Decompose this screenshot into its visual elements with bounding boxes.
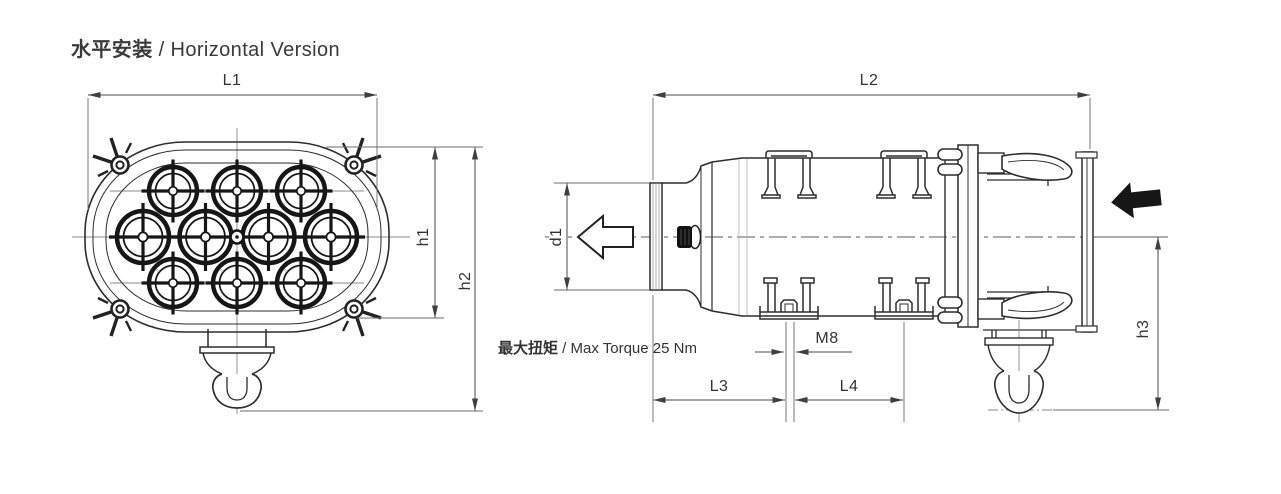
dim-label-h2: h2 xyxy=(457,269,474,293)
outlet-port xyxy=(649,161,713,312)
dim-label-l2: L2 xyxy=(857,72,881,89)
dim-label-l3: L3 xyxy=(707,378,731,395)
page-title-en: / Horizontal Version xyxy=(152,39,340,61)
max-torque-note: 最大扭矩 / Max Torque 25 Nm xyxy=(498,340,697,357)
service-indicator-knob xyxy=(677,224,702,250)
dim-label-d1: d1 xyxy=(548,225,565,249)
m8-stud-1 xyxy=(780,299,798,312)
corner-clamp-bottom-left xyxy=(91,296,133,338)
front-view-drawing xyxy=(72,92,483,414)
clamp-band xyxy=(957,144,979,328)
page-title: 水平安装 / Horizontal Version xyxy=(71,33,340,62)
corner-clamp-bottom-right xyxy=(341,296,383,338)
mounting-bracket-bottom-2 xyxy=(874,277,934,320)
side-view-drawing xyxy=(545,92,1169,422)
corner-clamp-top-right xyxy=(341,136,383,178)
air-outlet-arrow xyxy=(576,213,634,261)
inlet-end-plate xyxy=(983,151,1098,333)
latch-top xyxy=(937,148,1073,186)
dim-label-l4: L4 xyxy=(837,378,861,395)
dim-label-h3: h3 xyxy=(1135,317,1152,341)
dim-label-l1: L1 xyxy=(220,72,244,89)
latch-bottom xyxy=(937,286,1073,324)
max-torque-note-en: / Max Torque 25 Nm xyxy=(558,340,697,357)
front-dimension-lines xyxy=(87,92,483,412)
m8-stud-2 xyxy=(895,299,913,312)
max-torque-note-zh: 最大扭矩 xyxy=(498,340,559,357)
mounting-bracket-top-1 xyxy=(761,150,817,199)
dust-valve-front xyxy=(199,329,275,409)
mounting-bracket-bottom-1 xyxy=(759,277,819,320)
air-inlet-arrow xyxy=(1111,182,1162,219)
corner-clamp-top-left xyxy=(91,136,133,178)
mounting-bracket-top-2 xyxy=(876,150,932,199)
dim-label-h1: h1 xyxy=(415,225,432,249)
side-dimension-lines xyxy=(554,92,1169,422)
page-title-zh: 水平安装 xyxy=(71,39,153,61)
dim-label-m8: M8 xyxy=(813,330,841,347)
filter-elements xyxy=(109,160,365,315)
body-cylinder xyxy=(711,157,958,317)
dust-valve-side xyxy=(984,320,1054,422)
